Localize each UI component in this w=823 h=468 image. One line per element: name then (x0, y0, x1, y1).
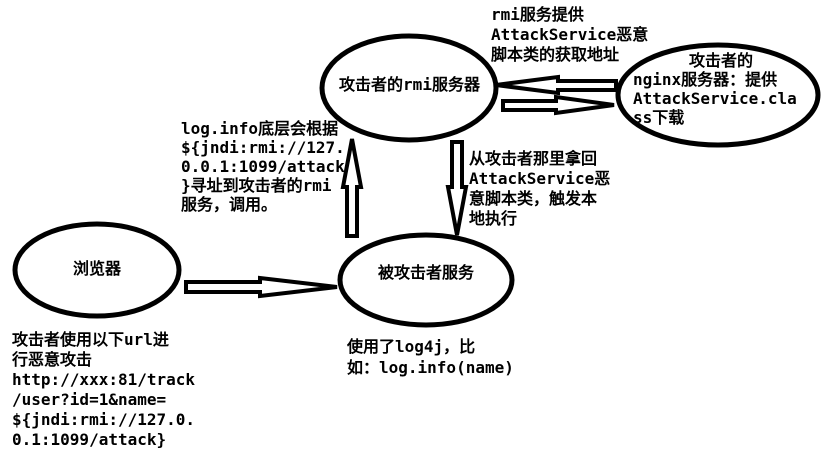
browser-label: 浏览器 (72, 259, 121, 278)
victim-service-ellipse (337, 232, 515, 328)
arrow-rmi-to-nginx-icon (501, 94, 615, 116)
annotation-log4j-usage: 使用了log4j，比 如：log.info(name) (347, 337, 514, 377)
arrow-victim-to-rmi-icon (340, 138, 364, 238)
nginx-server-ellipse (615, 42, 821, 148)
annotation-jndi-lookup: log.info底层会根据 ${jndi:rmi://127. 0.0.1:10… (181, 119, 345, 214)
browser-ellipse (12, 221, 182, 319)
annotation-attack-url: 攻击者使用以下url进 行恶意攻击 http://xxx:81/track /u… (12, 330, 196, 449)
annotation-fetch-class: 从攻击者那里拿回 AttackService恶 意脚本类，触发本 地执行 (469, 149, 611, 228)
arrow-nginx-to-rmi-icon (495, 74, 618, 96)
arrow-browser-to-victim-icon (184, 275, 338, 299)
nginx-server-label: 攻击者的 nginx服务器：提供 AttackService.cla ss下载 (633, 51, 809, 127)
rmi-server-ellipse (319, 33, 499, 143)
nginx-server-label-line1: 攻击者的 (688, 51, 753, 70)
victim-service-label: 被攻击者服务 (377, 263, 474, 282)
annotation-rmi-provide: rmi服务提供 AttackService恶意 脚本类的获取地址 (491, 5, 649, 64)
nginx-server-label-rest: nginx服务器：提供 AttackService.cla ss下载 (633, 70, 797, 127)
rmi-server-label: 攻击者的rmi服务器 (339, 75, 480, 94)
arrow-rmi-to-victim-icon (445, 140, 469, 236)
